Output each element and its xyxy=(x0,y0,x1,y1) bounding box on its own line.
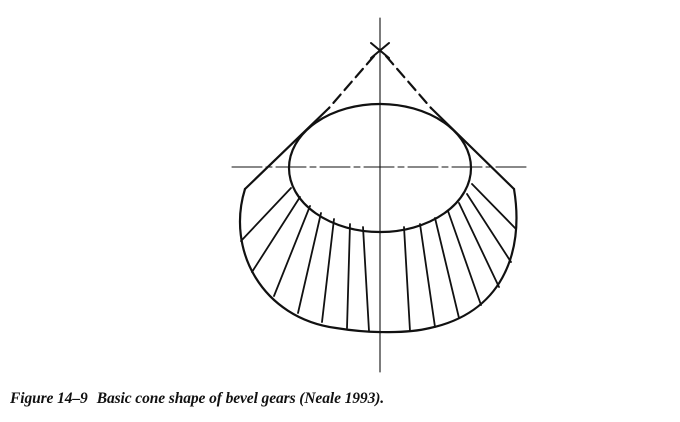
tooth-line xyxy=(434,217,460,319)
tooth-line xyxy=(362,226,370,332)
tooth-line xyxy=(403,226,411,332)
tooth-line xyxy=(466,193,512,263)
tooth-line xyxy=(273,205,311,297)
tooth-line xyxy=(471,183,517,230)
figure-caption: Figure 14–9 Basic cone shape of bevel gea… xyxy=(10,390,384,408)
tooth-line xyxy=(419,223,436,328)
caption-text: Basic cone shape of bevel gears (Neale 1… xyxy=(96,390,385,407)
bevel-gear-cone-diagram xyxy=(231,17,531,373)
tooth-line xyxy=(458,202,500,288)
tooth-line xyxy=(240,187,292,242)
tooth-line xyxy=(346,223,351,329)
tooth-line xyxy=(297,212,322,314)
outer-cone-outline xyxy=(238,187,518,334)
gear-tooth-lines xyxy=(240,183,517,332)
tooth-line xyxy=(251,196,301,273)
tooth-line xyxy=(321,218,335,323)
figure-number: Figure 14–9 xyxy=(10,390,88,407)
tooth-line xyxy=(447,210,482,306)
cone-construction-lines xyxy=(327,54,433,110)
cone-generator-lines xyxy=(243,106,516,191)
pitch-ellipse xyxy=(287,102,473,234)
